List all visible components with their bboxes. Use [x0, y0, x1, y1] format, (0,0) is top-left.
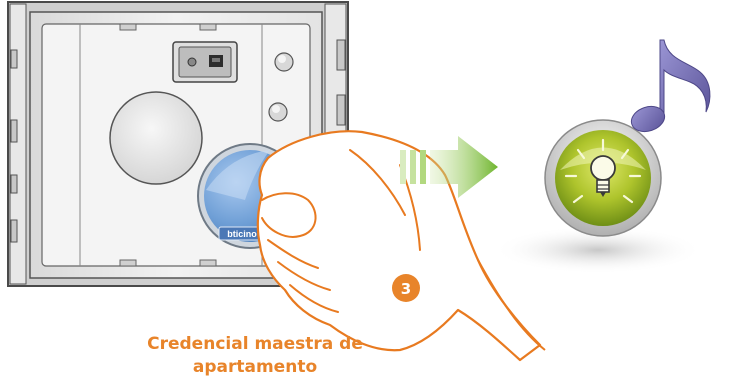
arrow-head	[430, 136, 498, 198]
caption-line-2: apartamento	[192, 357, 318, 377]
hand-with-credential: bticino 3	[197, 130, 546, 362]
music-note-icon	[630, 39, 711, 133]
light-bulb-icon	[590, 155, 616, 197]
usb-port-icon	[172, 41, 238, 83]
arm-line	[477, 259, 546, 351]
led-indicator-icon	[493, 119, 703, 274]
speaker-grille	[109, 91, 203, 185]
arrow-stripe-1	[400, 150, 406, 184]
right-arrow-icon	[400, 136, 498, 198]
step-badge: 3	[392, 274, 420, 302]
panel-left-rail	[9, 3, 27, 285]
caption-line-1: Credencial maestra de	[147, 334, 363, 354]
step-number: 3	[401, 280, 411, 298]
led-shadow	[493, 226, 703, 274]
panel-button-top-highlight	[278, 55, 286, 63]
module-clips	[119, 23, 217, 267]
credential-brand: bticino	[227, 229, 257, 239]
led-rays	[564, 138, 642, 204]
step-badge-circle	[392, 274, 420, 302]
panel-button-bottom-highlight	[272, 105, 280, 113]
caption: Credencial maestra de apartamento	[120, 333, 390, 379]
arrow-stripe-2	[410, 150, 416, 184]
credential-gloss	[206, 150, 270, 200]
arrow-stripe-3	[420, 150, 426, 184]
